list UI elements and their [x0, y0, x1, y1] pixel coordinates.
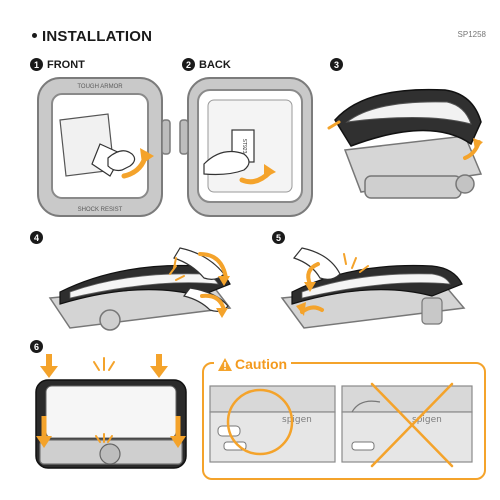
step-6-number: 6 — [30, 340, 43, 353]
caution-correct-example: spigen — [209, 385, 336, 463]
front-case-top-text: TOUGH ARMOR — [77, 84, 123, 90]
step-4-number: 4 — [30, 231, 43, 244]
step-2-label: BACK — [199, 58, 231, 71]
step-5-heading: 5 — [272, 231, 285, 244]
step-3-illustration — [327, 88, 483, 199]
step-2-number: 2 — [182, 58, 195, 71]
correct-circle-icon — [226, 388, 294, 456]
front-case-illustration: TOUGH ARMOR SHOCK RESIST — [37, 77, 171, 217]
step-5-number: 5 — [272, 231, 285, 244]
step-2-heading: 2 BACK — [182, 58, 231, 71]
page-title: INSTALLATION — [32, 28, 152, 45]
page-title-text: INSTALLATION — [42, 28, 153, 45]
step-3-heading: 3 — [330, 58, 343, 71]
warning-triangle-icon — [218, 357, 232, 371]
step-4-illustration — [48, 247, 232, 331]
step-6-heading: 6 — [30, 340, 43, 353]
front-case-bottom-text: SHOCK RESIST — [78, 207, 123, 213]
caution-heading: Caution — [214, 356, 292, 372]
brand-text-correct: spigen — [282, 415, 312, 425]
step-4-heading: 4 — [30, 231, 43, 244]
back-case-illustration: ST923 — [179, 77, 313, 217]
step-3-number: 3 — [330, 58, 343, 71]
step-5-illustration — [280, 247, 466, 329]
step-1-heading: 1 FRONT — [30, 58, 85, 71]
product-code: SP1258 — [457, 30, 486, 39]
step-1-label: FRONT — [47, 58, 85, 71]
brand-text-wrong: spigen — [412, 415, 442, 425]
step-6-illustration — [35, 354, 187, 469]
back-tag-text: ST923 — [241, 139, 247, 154]
caution-wrong-example: spigen — [341, 382, 473, 468]
step-1-number: 1 — [30, 58, 43, 71]
wrong-cross-icon — [370, 382, 454, 468]
caution-label: Caution — [235, 356, 288, 372]
bullet-dot — [32, 32, 37, 38]
